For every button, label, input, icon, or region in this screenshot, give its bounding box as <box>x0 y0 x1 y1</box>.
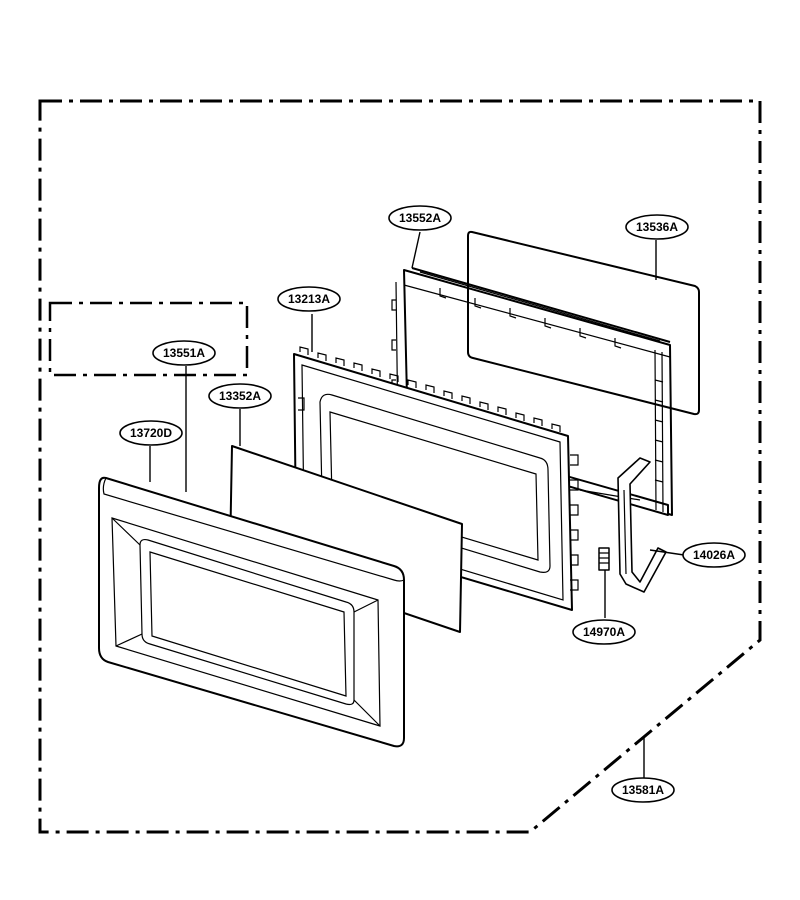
callout-label-13536A: 13536A <box>636 220 678 234</box>
sub-assembly-boundary <box>48 301 249 377</box>
callout-13536A: 13536A <box>625 214 689 240</box>
callout-13581A: 13581A <box>611 777 675 803</box>
callout-label-13581A: 13581A <box>622 783 664 797</box>
callout-14026A: 14026A <box>682 542 746 568</box>
callout-label-13551A: 13551A <box>163 346 205 360</box>
callout-13551A: 13551A <box>152 340 216 366</box>
part-13536A <box>467 230 700 416</box>
callout-label-13213A: 13213A <box>288 292 330 306</box>
callout-13552A: 13552A <box>388 205 452 231</box>
leader-lines <box>149 231 685 778</box>
callout-label-13552A: 13552A <box>399 211 441 225</box>
callout-14970A: 14970A <box>572 619 636 645</box>
callout-label-13720D: 13720D <box>130 426 172 440</box>
callout-13720D: 13720D <box>119 420 183 446</box>
callout-label-14026A: 14026A <box>693 548 735 562</box>
part-14970A <box>598 547 610 571</box>
assembly-boundary <box>38 99 762 834</box>
callout-13352A: 13352A <box>208 383 272 409</box>
callout-label-13352A: 13352A <box>219 389 261 403</box>
callout-label-14970A: 14970A <box>583 625 625 639</box>
part-14026A <box>617 457 667 593</box>
part-13720D <box>98 476 405 748</box>
callout-13213A: 13213A <box>277 286 341 312</box>
